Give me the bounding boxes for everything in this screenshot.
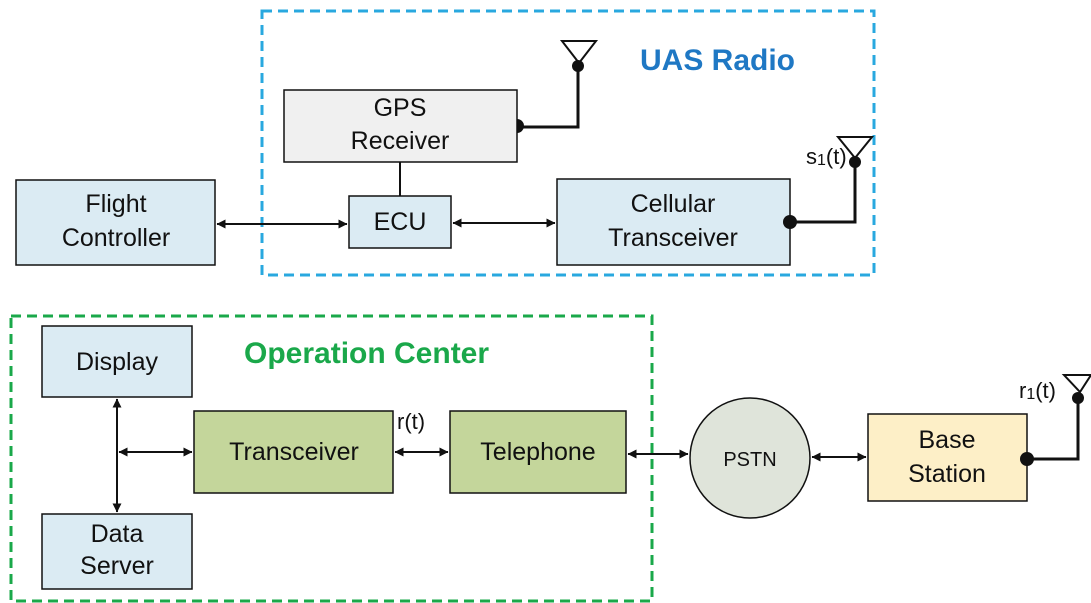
flight-controller-label-line2: Controller bbox=[62, 224, 170, 252]
data-server-label-line1: Data bbox=[91, 520, 144, 548]
base-station-antenna-port bbox=[1020, 452, 1034, 466]
base-station-block[interactable] bbox=[867, 413, 1028, 502]
transceiver-label: Transceiver bbox=[229, 438, 359, 466]
telephone-block[interactable] bbox=[449, 410, 627, 494]
base-station-antenna-icon bbox=[1061, 374, 1091, 404]
signal-r-label: r(t) bbox=[397, 409, 425, 434]
telephone-label: Telephone bbox=[480, 438, 595, 466]
pstn-label: PSTN bbox=[723, 449, 776, 471]
base-station-label-line1: Base bbox=[919, 426, 976, 454]
cellular-transceiver-label-line1: Cellular bbox=[631, 190, 716, 218]
ecu-label: ECU bbox=[374, 208, 427, 236]
data-server-block[interactable] bbox=[41, 513, 193, 590]
cellular-antenna-port bbox=[783, 215, 797, 229]
signal-r1-label: r1(t) bbox=[1019, 378, 1056, 403]
uas-radio-group bbox=[260, 9, 876, 277]
operation-center-group bbox=[9, 314, 654, 603]
cellular-transceiver-label-line2: Transceiver bbox=[608, 224, 738, 252]
flight-controller-block[interactable] bbox=[15, 179, 216, 266]
cellular-transceiver-block[interactable] bbox=[556, 178, 791, 266]
display-label: Display bbox=[76, 348, 158, 376]
operation-center-title: Operation Center bbox=[244, 337, 489, 370]
signal-s1-label: s1(t) bbox=[806, 144, 847, 169]
display-block[interactable] bbox=[41, 325, 193, 398]
data-server-label-line2: Server bbox=[80, 552, 154, 580]
gps-antenna-wire bbox=[517, 66, 580, 129]
uas-radio-title: UAS Radio bbox=[640, 44, 795, 77]
gps-receiver-block[interactable] bbox=[283, 89, 518, 163]
pstn-node[interactable] bbox=[689, 397, 811, 519]
base-station-antenna-wire bbox=[1027, 398, 1080, 461]
cellular-antenna-wire bbox=[790, 162, 857, 224]
base-station-label-line2: Station bbox=[908, 460, 986, 488]
transceiver-block[interactable] bbox=[193, 410, 394, 494]
ecu-block[interactable] bbox=[348, 195, 452, 249]
gps-receiver-label-line1: GPS bbox=[374, 94, 427, 122]
flight-controller-label-line1: Flight bbox=[85, 190, 146, 218]
gps-receiver-label-line2: Receiver bbox=[351, 127, 450, 155]
